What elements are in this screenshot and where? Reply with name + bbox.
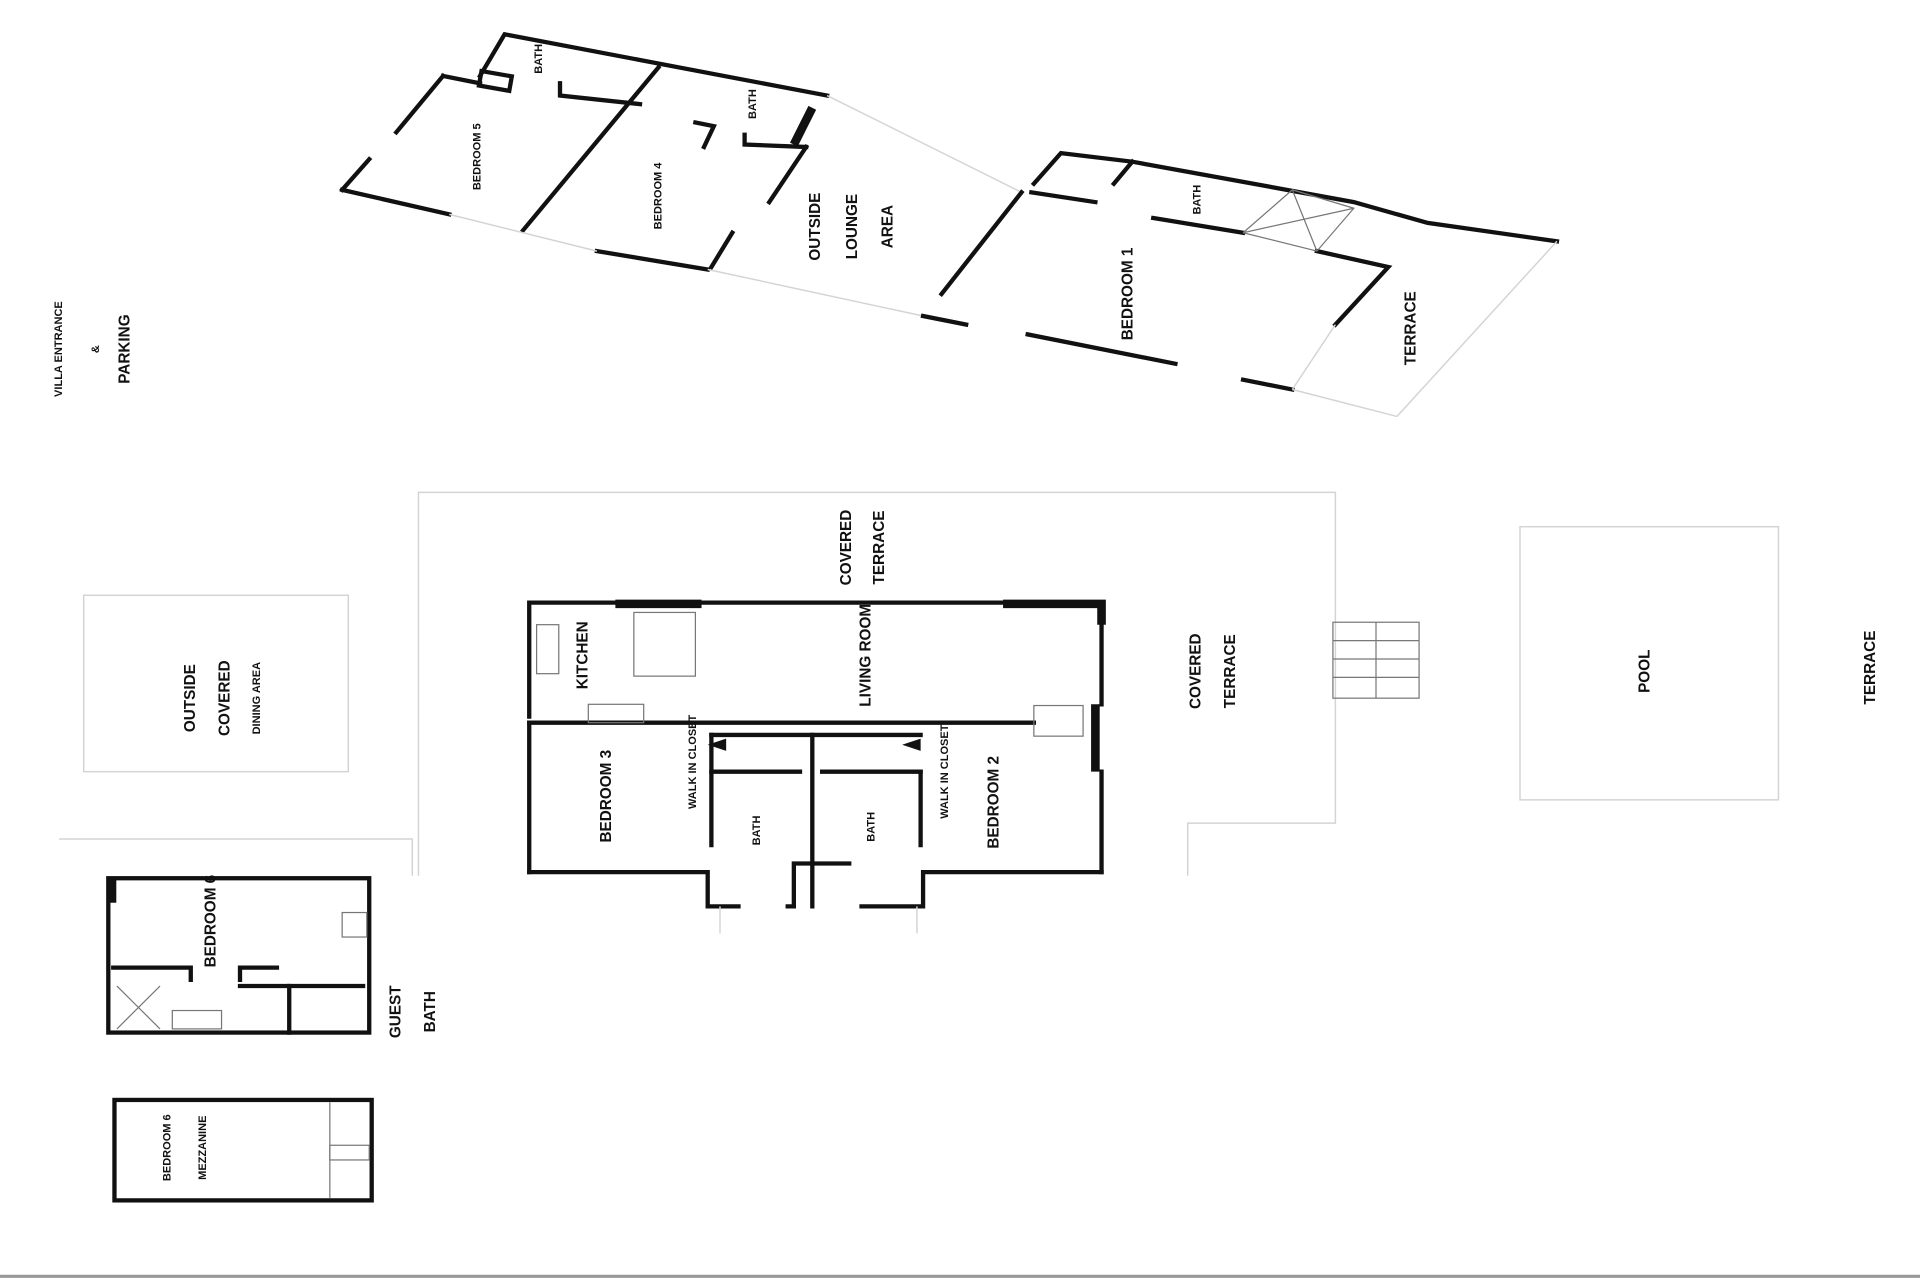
kitchen-island [633,611,696,677]
label-bedroom-5: BEDROOM 5 [471,123,483,190]
label-walk-in-closet-2: WALK IN CLOSET [939,724,951,819]
label-villa-entrance: & [90,345,102,353]
label-pool: POOL [1637,650,1654,693]
label-villa-entrance: VILLA ENTRANCE [53,301,65,397]
bedroom-6-unit [106,876,372,1035]
pool-outline [1519,525,1780,801]
label-villa-entrance: PARKING [117,314,134,383]
outdoor-outlines [59,491,1780,876]
label-bedroom-3: BEDROOM 3 [598,750,615,843]
label-terrace-b1: TERRACE [1403,291,1420,365]
label-bedroom-6: BEDROOM 6 [203,875,220,968]
label-covered-terrace-top: TERRACE [871,511,888,585]
main-house [527,599,1106,934]
label-bedroom-2: BEDROOM 2 [985,756,1002,849]
outside-dining-area [82,594,350,773]
label-kitchen: KITCHEN [574,621,591,689]
arrow-left-icon [902,738,921,751]
label-walk-in-closet-3: WALK IN CLOSET [687,714,699,809]
label-bath-b4: BATH [747,89,759,119]
wing-bedroom-1 [920,150,1560,418]
label-mezzanine: BEDROOM 6 [161,1114,173,1181]
label-bath-2: BATH [865,812,877,842]
label-bedroom-1: BEDROOM 1 [1120,247,1137,340]
label-bath-3: BATH [751,816,763,846]
label-guest-bath: BATH [422,991,439,1032]
label-outside-dining: COVERED [216,660,233,736]
label-covered-terrace-right: COVERED [1187,633,1204,709]
kitchen-counter [536,624,560,675]
label-bath-b5: BATH [533,44,545,74]
label-bedroom-4: BEDROOM 4 [652,162,664,230]
label-bath-b1: BATH [1191,185,1203,215]
label-guest-bath: GUEST [387,985,404,1038]
label-outside-dining: DINING AREA [251,662,263,734]
label-terrace-right: TERRACE [1862,631,1879,705]
label-living-room: LIVING ROOM [857,604,874,707]
label-outside-lounge: AREA [880,205,897,248]
label-covered-terrace-right: TERRACE [1222,634,1239,708]
label-outside-lounge: OUTSIDE [807,193,824,261]
mezzanine-unit [112,1097,374,1203]
room-labels: BATH BATH BEDROOM 5 BEDROOM 4 OUTSIDE LO… [53,44,1879,1181]
bedroom-divider-wall [520,64,662,234]
label-outside-dining: OUTSIDE [182,664,199,732]
arrow-left-icon [707,738,727,751]
label-outside-lounge: LOUNGE [844,194,861,259]
stairs [1332,621,1420,699]
wing-bedrooms-4-5 [339,31,1022,317]
label-mezzanine: MEZZANINE [197,1116,209,1180]
label-covered-terrace-top: COVERED [838,510,855,586]
